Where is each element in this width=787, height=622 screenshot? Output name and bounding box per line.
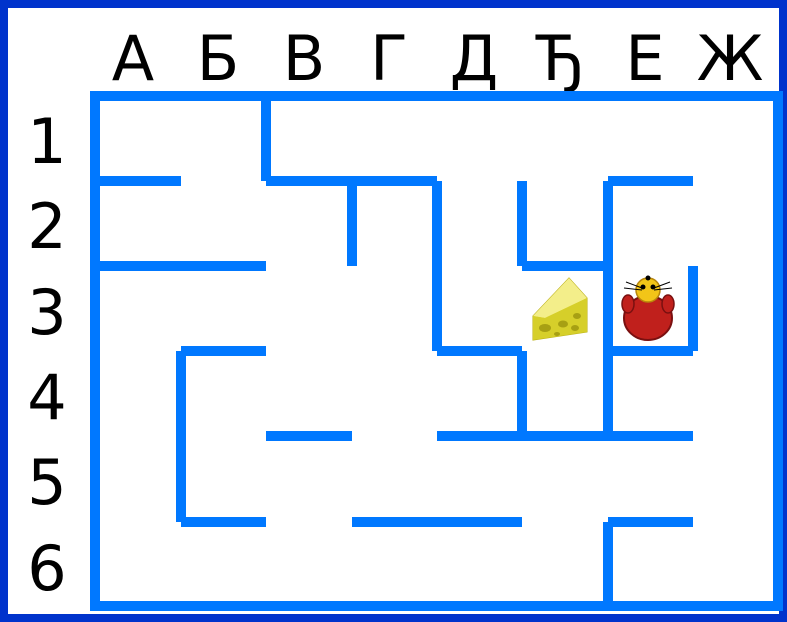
- column-labels: А Б В Г Д Ђ Е Ж: [112, 22, 764, 95]
- mouse-icon: [622, 276, 674, 341]
- column-label-g: Г: [370, 22, 408, 95]
- row-labels: 1 2 3 4 5 6: [27, 105, 66, 605]
- maze-walls: [95, 96, 693, 606]
- column-label-a: А: [112, 22, 154, 95]
- row-label-1: 1: [27, 105, 66, 178]
- cheese-icon: [533, 278, 587, 340]
- row-label-4: 4: [27, 361, 66, 434]
- column-label-b: Б: [197, 22, 240, 95]
- column-label-e: Е: [625, 22, 664, 95]
- row-label-3: 3: [27, 276, 66, 349]
- row-label-6: 6: [27, 532, 66, 605]
- row-label-2: 2: [27, 190, 66, 263]
- column-label-d: Д: [450, 22, 498, 95]
- column-label-v: В: [283, 22, 326, 95]
- column-label-dj: Ђ: [535, 22, 585, 95]
- column-label-zh: Ж: [697, 22, 764, 95]
- row-label-5: 5: [27, 446, 66, 519]
